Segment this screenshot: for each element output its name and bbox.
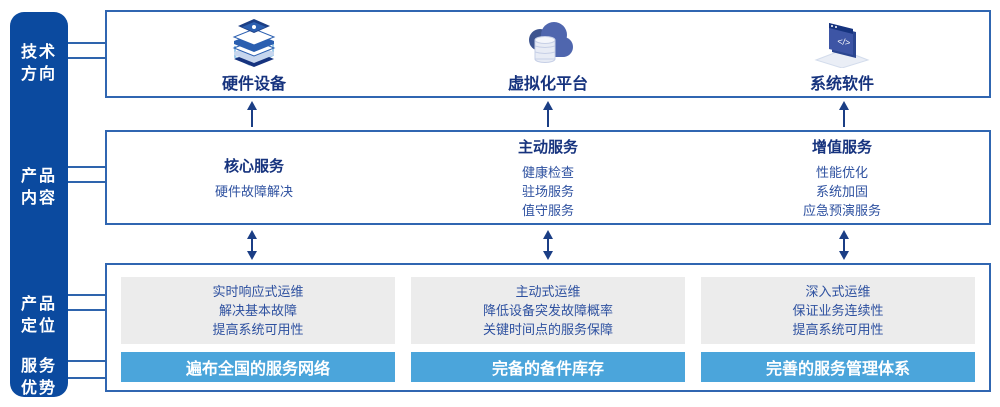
category-rail: 技术 方向 产品 内容 产品 定位 服务 优势 — [10, 12, 68, 397]
tech-direction-panel: 硬件设备 虚拟化平台 </> — [105, 10, 991, 98]
service-group-title: 增值服务 — [811, 138, 872, 156]
rail-label-product-positioning: 产品 定位 — [10, 294, 68, 338]
double-arrow — [839, 230, 849, 260]
service-item: 硬件故障解决 — [214, 183, 293, 199]
connector-line — [66, 377, 106, 379]
tech-item-virtualization: 虚拟化平台 — [401, 12, 695, 96]
service-group-proactive: 主动服务 健康检查 驻场服务 值守服务 — [401, 132, 695, 223]
tech-item-label: 硬件设备 — [221, 76, 286, 93]
service-item: 性能优化 — [815, 164, 868, 180]
advantage-banner: 完善的服务管理体系 — [701, 352, 975, 382]
positioning-column-realtime: 实时响应式运维 解决基本故障 提高系统可用性 遍布全国的服务网络 — [121, 277, 395, 382]
positioning-points: 实时响应式运维 解决基本故障 提高系统可用性 — [121, 277, 395, 345]
positioning-points: 主动式运维 降低设备突发故障概率 关键时间点的服务保障 — [411, 277, 685, 345]
rail-label-line: 方向 — [20, 66, 57, 83]
double-arrow — [543, 230, 553, 260]
rail-label-service-advantage: 服务 优势 — [10, 356, 68, 400]
rail-label-product-content: 产品 内容 — [10, 166, 68, 210]
advantage-banner: 完备的备件库存 — [411, 352, 685, 382]
connector-line — [66, 360, 106, 362]
rail-label-line: 技术 — [20, 44, 57, 61]
rail-label-tech-direction: 技术 方向 — [10, 42, 68, 86]
connector-line — [66, 57, 106, 59]
double-arrow — [247, 230, 257, 260]
product-content-panel: 核心服务 硬件故障解决 主动服务 健康检查 驻场服务 值守服务 增值服务 性能优… — [105, 130, 991, 225]
connector-line — [66, 42, 106, 44]
rail-label-line: 产品 — [20, 168, 57, 185]
positioning-point: 实时响应式运维 — [212, 284, 304, 300]
positioning-point: 主动式运维 — [515, 284, 581, 300]
tech-item-label: 系统软件 — [809, 76, 874, 93]
positioning-point: 保证业务连续性 — [792, 303, 884, 319]
positioning-column-proactive: 主动式运维 降低设备突发故障概率 关键时间点的服务保障 完备的备件库存 — [411, 277, 685, 382]
rail-label-line: 内容 — [20, 190, 57, 207]
positioning-panel: 实时响应式运维 解决基本故障 提高系统可用性 遍布全国的服务网络 主动式运维 降… — [105, 263, 991, 392]
service-group-value-added: 增值服务 性能优化 系统加固 应急预演服务 — [695, 132, 989, 223]
positioning-point: 降低设备突发故障概率 — [482, 303, 613, 319]
connector-line — [66, 166, 106, 168]
cloud-database-icon — [529, 22, 573, 63]
positioning-point: 关键时间点的服务保障 — [482, 322, 613, 338]
positioning-point: 提高系统可用性 — [212, 322, 304, 338]
rail-label-line: 定位 — [20, 318, 57, 335]
software-window-icon: </> — [814, 23, 870, 68]
tech-item-system-software: </> 系统软件 — [695, 12, 989, 96]
up-arrow — [839, 101, 849, 127]
connector-line — [66, 309, 106, 311]
service-item: 健康检查 — [521, 164, 574, 180]
up-arrow — [247, 101, 257, 127]
service-item: 驻场服务 — [521, 183, 574, 199]
positioning-points: 深入式运维 保证业务连续性 提高系统可用性 — [701, 277, 975, 345]
connector-line — [66, 294, 106, 296]
rail-label-line: 优势 — [20, 380, 57, 397]
svg-text:</>: </> — [837, 36, 851, 48]
server-stack-icon — [232, 19, 276, 67]
service-item: 应急预演服务 — [802, 202, 881, 218]
positioning-point: 深入式运维 — [805, 284, 871, 300]
rail-label-line: 产品 — [20, 296, 57, 313]
positioning-column-indepth: 深入式运维 保证业务连续性 提高系统可用性 完善的服务管理体系 — [701, 277, 975, 382]
service-item: 系统加固 — [815, 183, 868, 199]
tech-item-label: 虚拟化平台 — [507, 76, 588, 93]
tech-item-hardware: 硬件设备 — [107, 12, 401, 96]
rail-label-line: 服务 — [20, 358, 57, 375]
service-group-title: 核心服务 — [223, 157, 284, 175]
up-arrow — [543, 101, 553, 127]
service-group-title: 主动服务 — [517, 138, 578, 156]
positioning-point: 解决基本故障 — [218, 303, 297, 319]
service-item: 值守服务 — [521, 202, 574, 218]
advantage-banner: 遍布全国的服务网络 — [121, 352, 395, 382]
service-group-core: 核心服务 硬件故障解决 — [107, 132, 401, 223]
positioning-point: 提高系统可用性 — [792, 322, 884, 338]
connector-line — [66, 181, 106, 183]
